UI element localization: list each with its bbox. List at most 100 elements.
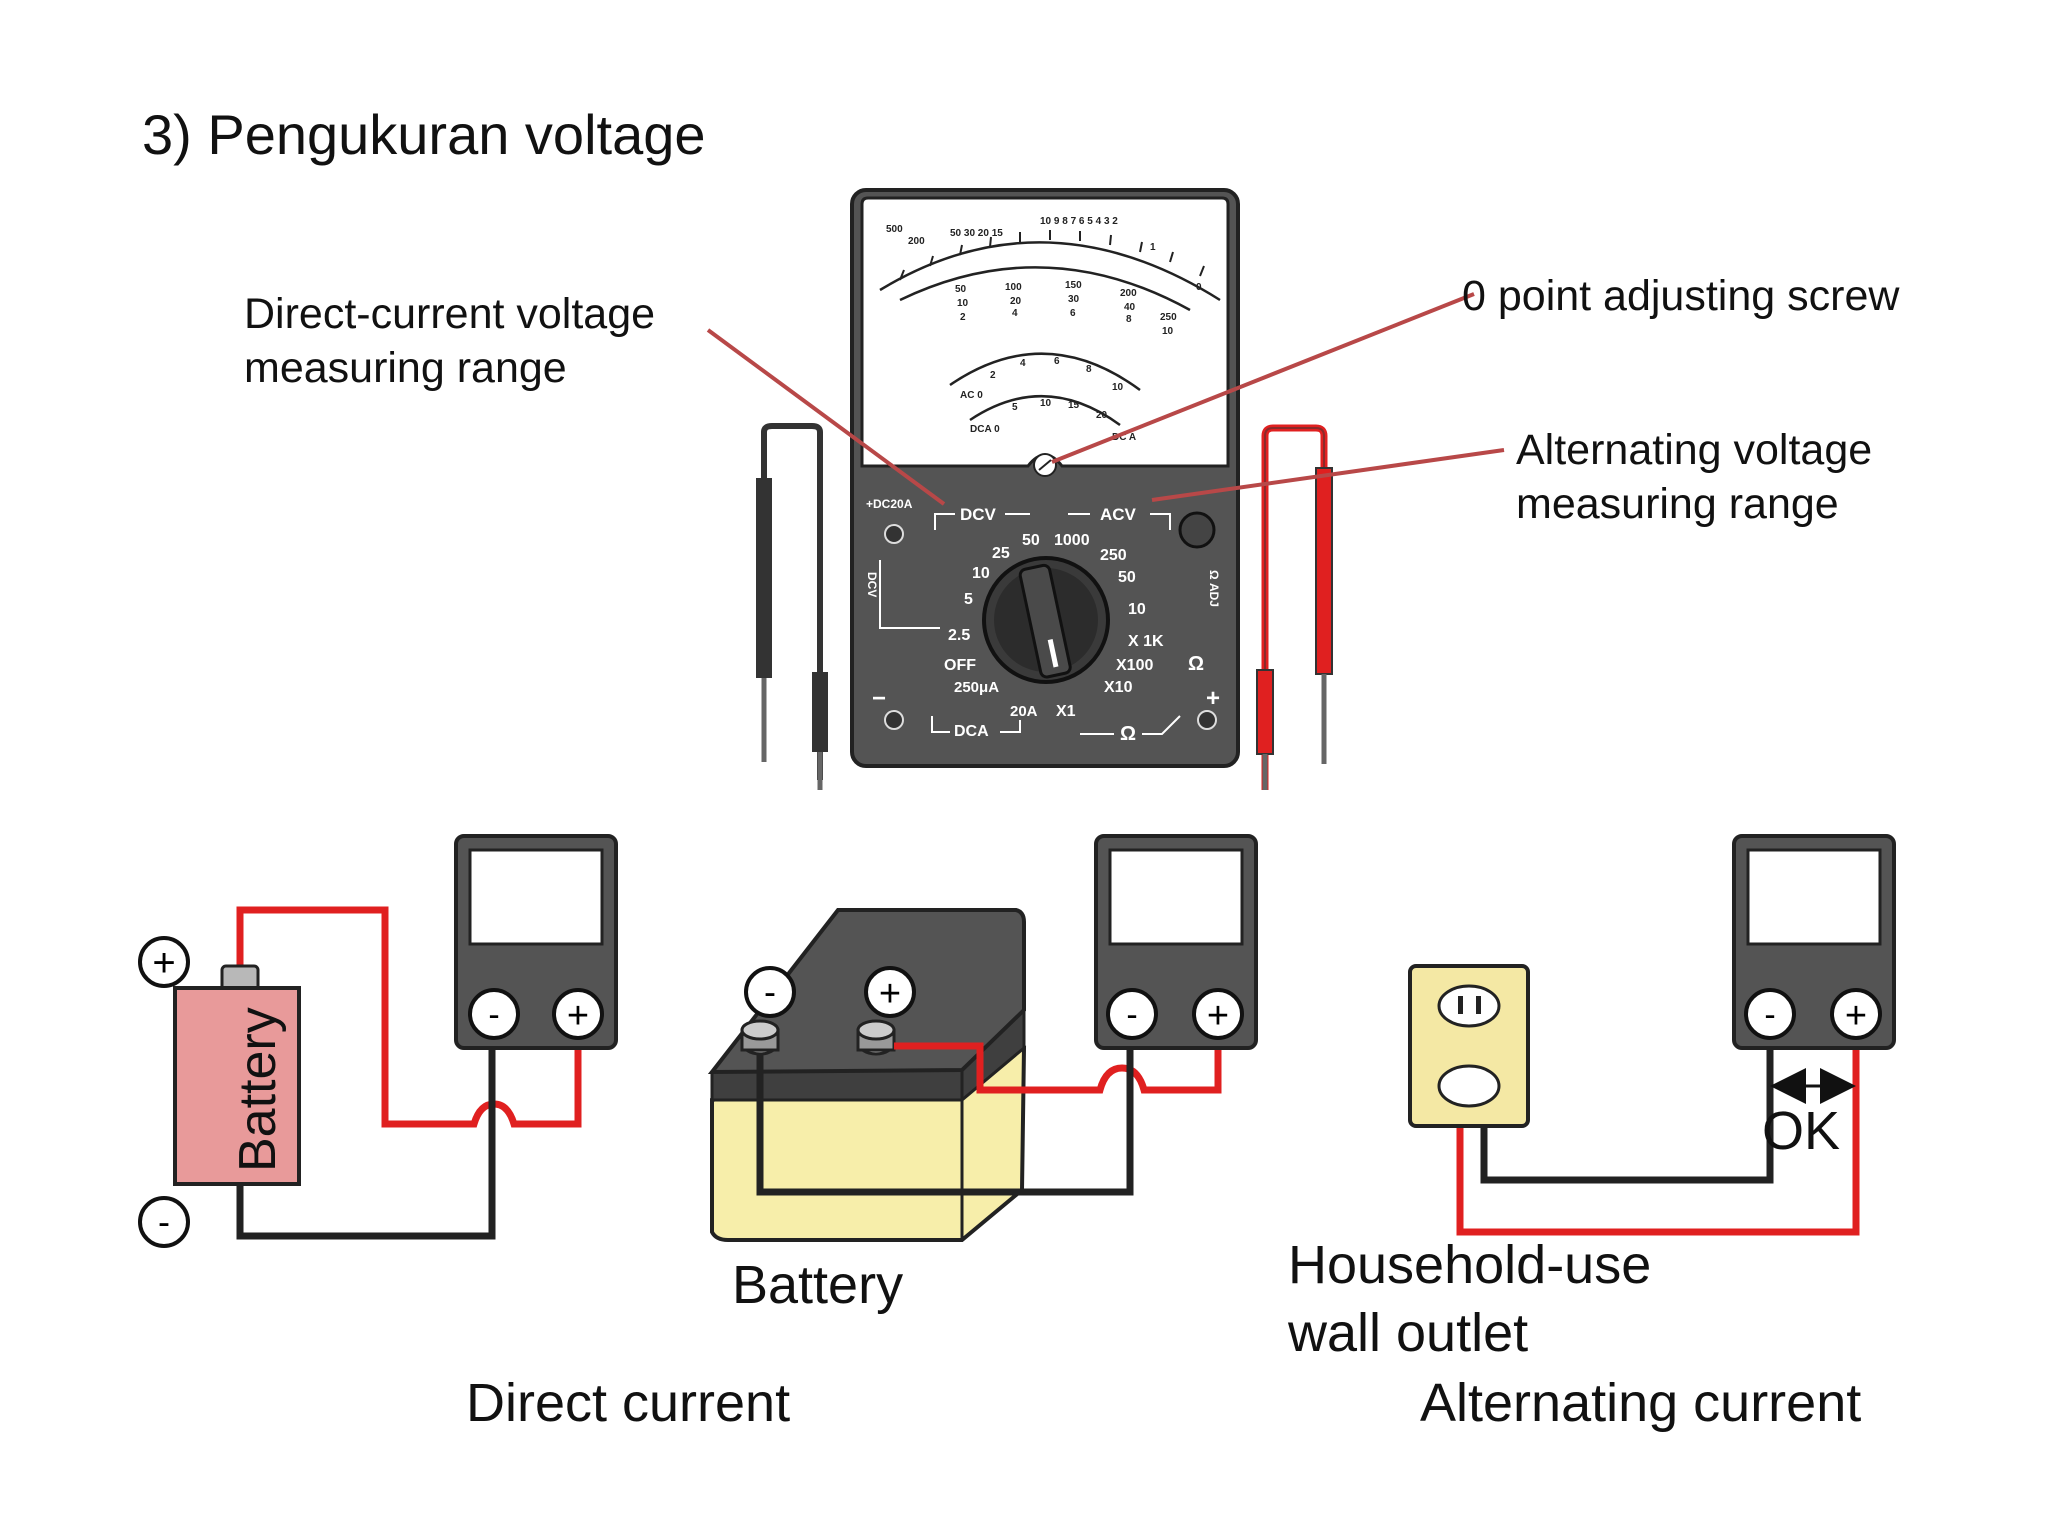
acv-range-label-line1: Alternating voltage [1516,426,1873,474]
dca-label: DCA [954,723,989,740]
black-wire [756,1046,1134,1196]
svg-text:8: 8 [1086,364,1092,375]
meter-plus-icon [1830,988,1882,1040]
svg-text:2: 2 [960,312,966,323]
small-battery-label: Battery [229,1007,287,1172]
svg-text:6: 6 [1070,308,1076,319]
dca-range-250ua: 250μA [954,679,999,696]
meter-panel: +DC20A DCV ACV 1000 50 25 10 5 2.5 250 5… [865,497,1221,745]
dcv-range-50: 50 [1022,532,1040,549]
dcv-range-label: Direct-current voltage measuring range [244,288,655,396]
svg-text:DC A: DC A [1112,432,1136,443]
mini-meter-2: - + [1094,834,1258,1050]
acv-range-10: 10 [1128,601,1146,618]
dc-small-battery-diagram: + - - + [138,834,618,1248]
svg-text:6: 6 [1054,356,1060,367]
svg-text:200: 200 [908,236,925,247]
dcv-side-label: DCV [865,572,879,597]
meter-plus-symbol: + [1207,995,1229,1037]
page-title: 3) Pengukuran voltage [142,103,706,166]
acv-range-50: 50 [1118,569,1136,586]
direct-current-caption: Direct current [466,1373,791,1433]
black-wire [236,1046,496,1240]
mini-meter-3: - + [1732,834,1896,1050]
svg-text:DCA 0: DCA 0 [970,424,1000,435]
car-battery-positive-icon [864,966,916,1018]
svg-text:1: 1 [1150,242,1156,253]
annotation-lines [706,292,1505,506]
acv-pointer-line [1151,448,1505,502]
svg-text:50: 50 [955,284,967,295]
svg-text:10: 10 [1040,398,1052,409]
red-test-lead [1256,424,1333,790]
svg-text:4: 4 [1020,358,1026,369]
battery-negative-icon [138,1196,190,1248]
meter-minus-symbol: - [1764,996,1775,1034]
svg-text:150: 150 [1065,280,1082,291]
plus-terminal-label: + [1206,685,1220,712]
small-battery [173,986,301,1186]
dcv-range-label-line2: measuring range [244,343,567,392]
mini-meter-1: - + [454,834,618,1050]
rotary-selector-knob[interactable] [982,556,1110,684]
black-test-lead [756,423,828,790]
svg-text:10: 10 [1162,326,1174,337]
battery-positive-icon [138,936,190,988]
meter-minus-symbol: - [1126,996,1137,1034]
dca-range-20a: 20A [1010,703,1038,720]
svg-text:15: 15 [1068,400,1080,411]
black-wire [1480,1046,1774,1184]
meter-plus-icon [552,988,604,1040]
ac-wall-outlet-diagram: - + [1408,834,1896,1236]
wall-outlet-label: Household-use wall outlet [1288,1232,1651,1367]
ohm-zero-adjust-knob[interactable] [1178,511,1216,549]
car-battery-label: Battery [732,1255,904,1315]
meter-plus-symbol: + [1845,995,1867,1037]
ohm-range-x1: X1 [1056,703,1076,720]
svg-text:500: 500 [886,224,903,235]
meter-scales [879,241,1221,427]
svg-text:2: 2 [990,370,996,381]
scale-ticks [899,230,1205,281]
svg-text:200: 200 [1120,288,1137,299]
ohm-adj-label: Ω ADJ [1207,570,1221,607]
svg-text:5: 5 [1012,402,1018,413]
off-label: OFF [944,657,976,674]
ohm-range-x100: X100 [1116,657,1153,674]
dcv-range-label-line1: Direct-current voltage [244,290,656,338]
dc-car-battery-diagram: - + - + [707,834,1258,1242]
panel-brackets [879,513,1181,735]
dcv-range-25: 25 [992,545,1010,562]
dcv-pointer-line [706,328,946,506]
meter-minus-icon [1744,988,1796,1040]
svg-text:10 9 8 7 6 5 4 3 2: 10 9 8 7 6 5 4 3 2 [1040,216,1118,227]
acv-range-250: 250 [1100,547,1127,564]
ok-label: OK [1762,1101,1841,1161]
outlet-socket-top [1437,984,1501,1028]
plus-jack-icon[interactable] [1197,710,1217,730]
acv-range-label: Alternating voltage measuring range [1516,424,1872,532]
meter-minus-icon [1106,988,1158,1040]
dcv-range-10: 10 [972,565,990,582]
acv-label: ACV [1100,505,1137,524]
panel-screw-icon [884,524,904,544]
ohm-range-x1k: X 1K [1128,633,1164,650]
ohm-range-x10: X10 [1104,679,1133,696]
dcv-range-5: 5 [964,591,973,608]
minus-terminal-label: − [872,685,886,712]
svg-text:20: 20 [1096,410,1108,421]
svg-text:40: 40 [1124,302,1136,313]
com-jack-icon[interactable] [884,710,904,730]
svg-text:0: 0 [1196,282,1202,293]
svg-text:10: 10 [957,298,969,309]
car-battery-positive-symbol: + [879,973,901,1015]
svg-text:8: 8 [1126,314,1132,325]
svg-text:10: 10 [1112,382,1124,393]
car-battery-negative-symbol: - [764,971,776,1012]
svg-text:50 30 20 15: 50 30 20 15 [950,228,1003,239]
svg-text:100: 100 [1005,282,1022,293]
meter-minus-symbol: - [488,996,499,1034]
